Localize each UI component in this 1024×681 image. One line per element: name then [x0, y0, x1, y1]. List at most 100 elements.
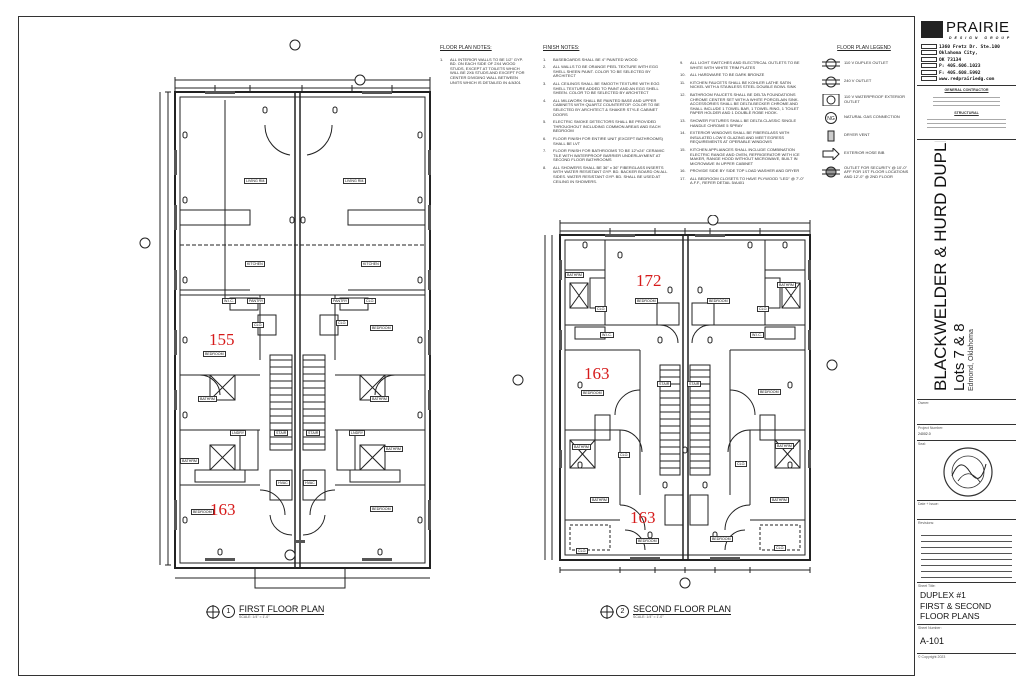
- second-floor-plan-drawing: [510, 215, 840, 595]
- outlet-icon: [748, 242, 752, 248]
- note-item: 11.KITCHEN FAUCETS SHALL BE KOHLER LATHE…: [680, 79, 797, 90]
- room-label: LIVING RM.: [244, 178, 268, 184]
- area-mark: 172: [636, 271, 662, 290]
- room-label: CLO.: [774, 545, 787, 551]
- structural-label: STRUCTURAL: [954, 110, 979, 115]
- legend-item: 110 V WATERPROOF EXTERIOR OUTLET: [818, 94, 910, 106]
- area-mark: 155: [209, 330, 235, 349]
- first-floor-plan-drawing: [130, 30, 431, 595]
- note-item: 14.EXTERIOR WINDOWS SHALL BE FIBERGLASS …: [680, 130, 790, 145]
- svg-text:NG: NG: [827, 116, 835, 122]
- legend-item: 110 V DUPLEX OUTLET: [818, 58, 910, 70]
- security-outlet-icon: [818, 166, 844, 178]
- plan-name: FIRST FLOOR PLAN: [239, 604, 325, 615]
- room-label: W.I.C.: [750, 332, 764, 338]
- note-item: 13.SHOWER FIXTURES SHALL BE DELTA CLASSI…: [680, 117, 797, 128]
- room-label: CLO.: [252, 322, 265, 328]
- north-arrow-icon: [206, 605, 220, 619]
- outlet-icon: [418, 412, 422, 418]
- firm-logo-icon: [921, 21, 943, 38]
- room-label: HVAC: [276, 480, 290, 486]
- gas-connection-icon: NG: [818, 112, 844, 124]
- waterproof-outlet-icon: [818, 94, 844, 106]
- outlet-icon: [783, 242, 787, 248]
- note-item: 4.ALL MILLWORK SHALL BE PAINTED BASE AND…: [543, 97, 660, 117]
- outlet-icon: [663, 482, 667, 488]
- firm-address-line: Oklahoma City,: [921, 50, 1000, 56]
- firm-address-line: F: 405.608.5992: [921, 69, 1000, 76]
- firm-address-line: OK 73134: [921, 56, 1000, 63]
- room-label: W.I.C.: [222, 298, 236, 304]
- project-title-block: BLACKWELDER & HURD DUPLEX Lots 7 & 8 Edm…: [919, 141, 1015, 399]
- room-label: CLO.: [757, 306, 770, 312]
- 240v-outlet-icon: [818, 76, 844, 88]
- project-number-label: Project Number:: [918, 426, 944, 430]
- owner-label: Owner:: [918, 401, 930, 405]
- area-mark: 163: [630, 508, 656, 527]
- room-label: LNDRY: [349, 430, 366, 436]
- revisions-lines: [921, 530, 1012, 578]
- legend-item: DRYER VENT: [818, 130, 910, 142]
- sheet-number-label: Sheet Number:: [918, 626, 942, 630]
- note-item: 5.ELECTRIC SMOKE DETECTORS SHALL BE PROV…: [543, 119, 661, 134]
- outlet-icon: [583, 242, 587, 248]
- outlet-icon: [183, 197, 187, 203]
- first-floor-plan-title: 1 FIRST FLOOR PLAN SCALE: 1/4" = 1'-0": [206, 604, 325, 619]
- room-label: BATHRM: [565, 272, 584, 278]
- dryer-vent-icon: [818, 130, 844, 142]
- room-label: BEDROOM: [636, 538, 659, 544]
- room-label: LIVING RM.: [343, 178, 367, 184]
- consultants: GENERAL CONTRACTOR STRUCTURAL: [919, 88, 1014, 131]
- seal-label: Seal:: [918, 442, 926, 446]
- plan-number: 2: [616, 605, 629, 618]
- outlet-icon: [418, 132, 422, 138]
- firm-name: PRAIRIE: [946, 19, 1010, 36]
- outlet-icon: [788, 382, 792, 388]
- room-label: STAIR: [274, 430, 289, 436]
- note-item: 10.ALL HARDWARE TO BE DARK BRONZE: [680, 72, 765, 78]
- room-label: CLO.: [618, 452, 631, 458]
- firm-address-line: www.redprairiedg.com: [921, 76, 1000, 82]
- plan-scale: SCALE: 1/4" = 1'-0": [633, 615, 664, 619]
- note-item: 6.FLOOR FINISH FOR ENTIRE UNIT (EXCEPT B…: [543, 135, 664, 146]
- firm-address-line: P: 405.606.1023: [921, 63, 1000, 69]
- room-label: BATHRM: [590, 497, 609, 503]
- legend-item: OUTLET FOR SECURITY @ 10'-0" AFF FOR 1ST…: [818, 165, 910, 180]
- room-label: BEDROOM: [370, 506, 393, 512]
- title-block: PRAIRIE DESIGN GROUP 1360 Fretz Dr. Ste.…: [914, 16, 1018, 676]
- project-location: Edmond, Oklahoma: [968, 329, 975, 391]
- room-label: PANTRY: [247, 298, 266, 304]
- outlet-icon: [301, 217, 305, 223]
- firm-tagline: DESIGN GROUP: [949, 36, 1013, 40]
- outlet-icon: [183, 412, 187, 418]
- room-label: BEDROOM: [581, 390, 604, 396]
- outlet-icon: [418, 517, 422, 523]
- room-label: BEDROOM: [758, 389, 781, 395]
- plan-number: 1: [222, 605, 235, 618]
- firm-logo-block: PRAIRIE DESIGN GROUP 1360 Fretz Dr. Ste.…: [919, 19, 1015, 82]
- note-item: 1.BASEBOARDS SHALL BE 4" PAINTED WOOD: [543, 56, 638, 62]
- room-label: KITCHEN: [361, 261, 381, 267]
- area-mark: 163: [210, 500, 236, 519]
- room-label: STAIR: [657, 381, 672, 387]
- finish-notes-col2: 9.ALL LIGHT SWITCHES AND ELECTRICAL OUTL…: [680, 60, 805, 189]
- room-label: BATHRM: [777, 282, 796, 288]
- outlet-icon: [333, 107, 337, 113]
- room-label: BATHRM: [180, 458, 199, 464]
- revisions-label: Revisions:: [918, 521, 935, 525]
- room-label: CLO.: [735, 461, 748, 467]
- north-arrow-icon: [600, 605, 614, 619]
- outlet-icon: [788, 462, 792, 468]
- room-label: HVAC: [303, 480, 317, 486]
- plan-name: SECOND FLOOR PLAN: [633, 604, 732, 615]
- outlet-icon: [578, 382, 582, 388]
- outlet-icon: [263, 107, 267, 113]
- room-label: STAIR: [687, 381, 702, 387]
- architect-seal: [940, 446, 996, 498]
- room-label: BATHRM: [775, 443, 794, 449]
- outlet-icon: [658, 337, 662, 343]
- note-item: 1. ALL INTERIOR WALLS TO BE 1/2" GYP. BD…: [440, 56, 525, 85]
- outlet-icon: [578, 462, 582, 468]
